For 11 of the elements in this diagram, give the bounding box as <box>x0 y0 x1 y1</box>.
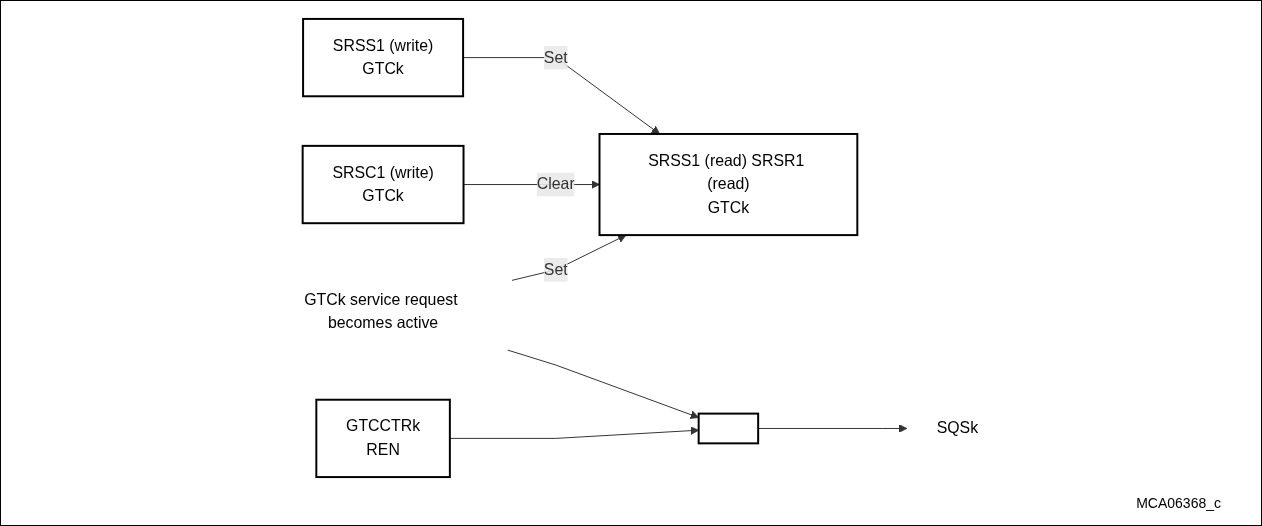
edge-label: Clear <box>536 175 575 193</box>
node-box <box>697 412 760 445</box>
node-text: SQSk <box>936 419 979 437</box>
edge-label: Set <box>543 48 568 66</box>
edge-label: Set <box>543 260 568 278</box>
node-box: SRSS1 (read) SRSR1 (read) GTCk <box>598 132 859 237</box>
node-box: GTCCTRk REN <box>315 398 451 479</box>
node-text: GTCk service request becomes active <box>304 290 458 332</box>
node-box: SRSC1 (write) GTCk <box>301 144 465 225</box>
node-box: SRSS1 (write) GTCk <box>302 17 465 98</box>
figure-id: MCA06368_c <box>1136 495 1221 511</box>
